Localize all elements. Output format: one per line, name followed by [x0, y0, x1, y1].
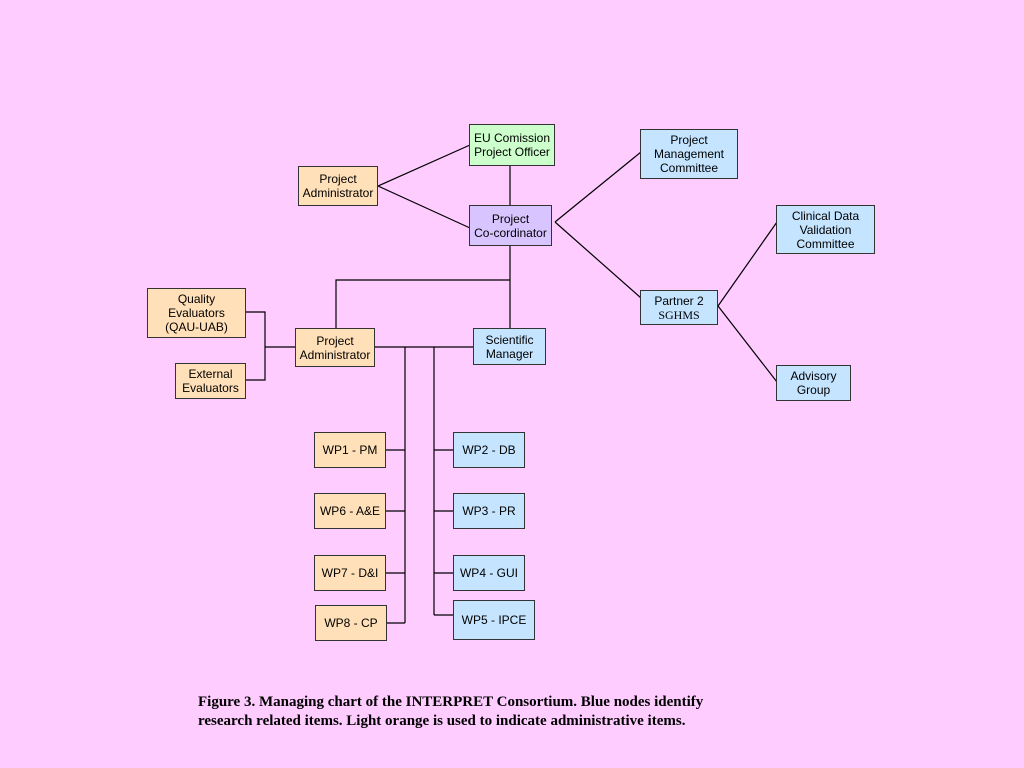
eu-commission-node: EU Comission Project Officer: [469, 124, 555, 166]
wp5-node: WP5 - IPCE: [453, 600, 535, 640]
line-quality-bracket: [246, 311, 266, 381]
line-partner2-to-clinical: [717, 221, 778, 307]
project-management-committee-node: Project Management Committee: [640, 129, 738, 179]
quality-evaluators-node: Quality Evaluators (QAU-UAB): [147, 288, 246, 338]
wp6-node: WP6 - A&E: [314, 493, 386, 529]
caption-line-1: Figure 3. Managing chart of the INTERPRE…: [198, 694, 704, 710]
project-coordinator-node: Project Co-cordinator: [469, 205, 552, 246]
caption-line-2: research related items. Light orange is …: [198, 713, 686, 729]
line-coordinator-to-pmc: [554, 151, 642, 223]
wp4-node: WP4 - GUI: [453, 555, 525, 591]
wp2-node: WP2 - DB: [453, 432, 525, 468]
figure-caption: Figure 3. Managing chart of the INTERPRE…: [198, 693, 838, 731]
advisory-group-node: Advisory Group: [776, 365, 851, 401]
wp7-node: WP7 - D&I: [314, 555, 386, 591]
partner-2-sghms-label: SGHMS: [658, 307, 700, 322]
wp3-node: WP3 - PR: [453, 493, 525, 529]
line-admin-to-eu: [377, 144, 471, 187]
partner-2-label: Partner 2: [654, 293, 704, 308]
line-admin-to-coordinator: [377, 185, 471, 229]
line-coordinator-to-partner2: [554, 221, 642, 299]
project-administrator-mid-node: Project Administrator: [295, 328, 375, 367]
line-partner2-to-advisory: [717, 305, 778, 383]
external-evaluators-node: External Evaluators: [175, 363, 246, 399]
wp1-node: WP1 - PM: [314, 432, 386, 468]
wp8-node: WP8 - CP: [315, 605, 387, 641]
partner-2-node: Partner 2 SGHMS: [640, 290, 718, 325]
project-administrator-top-node: Project Administrator: [298, 166, 378, 206]
scientific-manager-node: Scientific Manager: [473, 328, 546, 365]
line-coordinator-to-admin-mid: [335, 279, 510, 328]
clinical-data-validation-committee-node: Clinical Data Validation Committee: [776, 205, 875, 254]
